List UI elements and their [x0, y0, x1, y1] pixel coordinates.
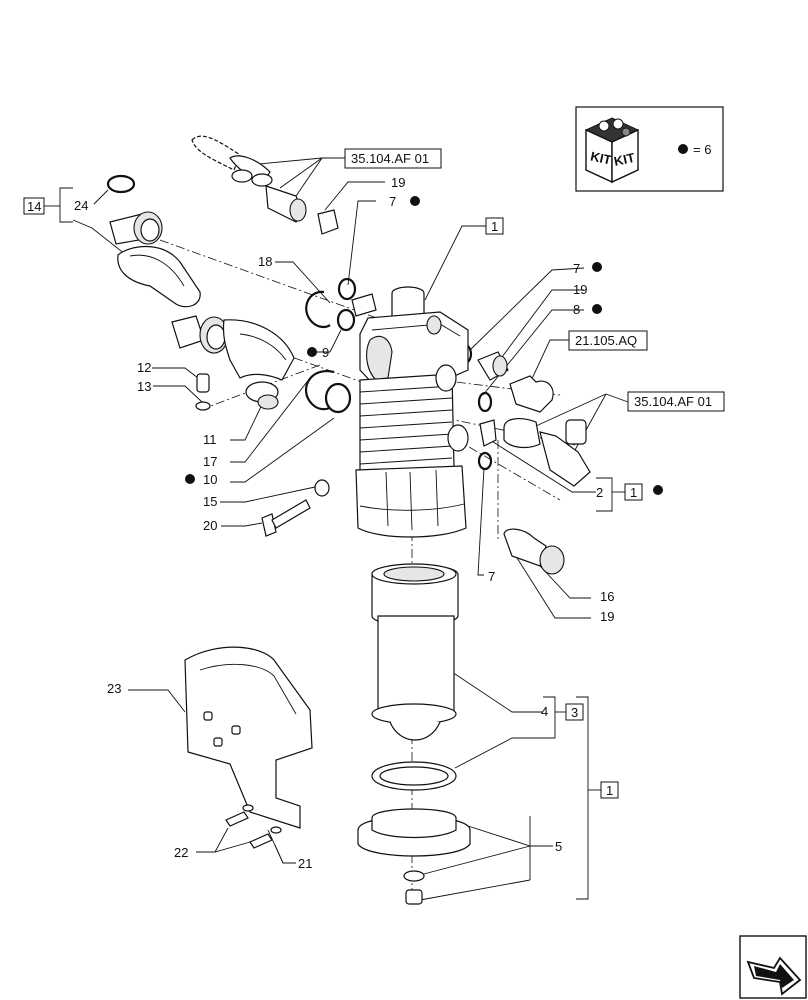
svg-text:21.105.AQ: 21.105.AQ: [575, 333, 637, 348]
ref-35104-right[interactable]: 35.104.AF 01: [627, 391, 725, 412]
callout-22: 22: [174, 845, 188, 860]
boxed-item-1-top[interactable]: 1: [485, 217, 504, 235]
svg-text:35.104.AF 01: 35.104.AF 01: [351, 151, 429, 166]
callout-19a: 19: [391, 175, 405, 190]
svg-text:1: 1: [606, 783, 613, 798]
callout-9: 9: [322, 345, 329, 360]
kit-legend: KIT KIT = 6: [575, 106, 724, 192]
callout-8: 8: [573, 302, 580, 317]
callout-24: 24: [74, 198, 88, 213]
callout-15: 15: [203, 494, 217, 509]
callout-13: 13: [137, 379, 151, 394]
callout-18: 18: [258, 254, 272, 269]
next-page-arrow-button[interactable]: [739, 935, 807, 999]
dot-icon-9: [307, 347, 317, 357]
screw-12[interactable]: [195, 373, 211, 411]
callout-10: 10: [203, 472, 217, 487]
bowl-assembly[interactable]: [357, 761, 471, 905]
boxed-item-14[interactable]: 14: [23, 197, 45, 215]
ref-35104-top[interactable]: 35.104.AF 01: [344, 148, 442, 169]
right-fittings[interactable]: [477, 351, 591, 575]
hose-and-clamp[interactable]: [191, 135, 339, 235]
mounting-bracket-23[interactable]: [184, 646, 313, 849]
callout-23: 23: [107, 681, 121, 696]
callout-2: 2: [596, 485, 603, 500]
ref-21105[interactable]: 21.105.AQ: [568, 330, 648, 351]
callout-7a: 7: [389, 194, 396, 209]
callout-19c: 19: [600, 609, 614, 624]
callout-19b: 19: [573, 282, 587, 297]
svg-text:14: 14: [27, 199, 41, 214]
callout-12: 12: [137, 360, 151, 375]
kit-box-icon: KIT KIT: [584, 117, 640, 184]
elbow-fitting-14[interactable]: [106, 174, 201, 308]
boxed-item-3[interactable]: 3: [565, 703, 584, 721]
callout-7b: 7: [573, 261, 580, 276]
bracket-lines: [44, 187, 625, 900]
screw-15-20[interactable]: [261, 479, 330, 537]
kit-count: = 6: [693, 142, 711, 157]
callout-21: 21: [298, 856, 312, 871]
dot-icon-7b: [592, 262, 602, 272]
callout-11: 11: [203, 432, 217, 447]
elbow-fitting-11[interactable]: [171, 315, 295, 410]
filter-housing[interactable]: [351, 286, 469, 538]
callout-16: 16: [600, 589, 614, 604]
callout-7c: 7: [488, 569, 495, 584]
kit-dot-icon: [678, 144, 688, 154]
callout-17: 17: [203, 454, 217, 469]
svg-text:35.104.AF 01: 35.104.AF 01: [634, 394, 712, 409]
dot-icon-10: [185, 474, 195, 484]
kit-label-left: KIT: [589, 149, 613, 168]
boxed-item-1-bottom[interactable]: 1: [600, 781, 619, 799]
callout-labels: 24 19 7 18 9 12 13 11 17 10 15 20 7 19 8…: [74, 175, 663, 871]
boxed-item-1-mid[interactable]: 1: [624, 483, 643, 501]
svg-text:1: 1: [630, 485, 637, 500]
kit-label-right: KIT: [613, 150, 637, 169]
arrow-icon: [746, 956, 802, 996]
dot-icon-7a: [410, 196, 420, 206]
callout-20: 20: [203, 518, 217, 533]
callout-4: 4: [541, 704, 548, 719]
svg-text:3: 3: [571, 705, 578, 720]
callout-5: 5: [555, 839, 562, 854]
dot-icon-8: [592, 304, 602, 314]
dot-icon-2: [653, 485, 663, 495]
filter-element[interactable]: [371, 563, 459, 741]
svg-text:1: 1: [491, 219, 498, 234]
